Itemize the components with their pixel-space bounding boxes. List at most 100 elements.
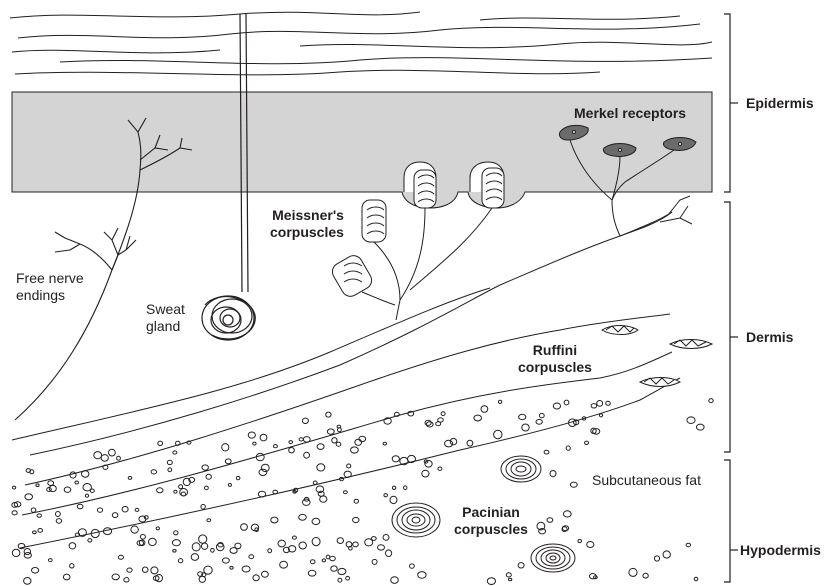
fat-cell — [13, 486, 16, 489]
fat-cell — [25, 494, 33, 500]
fat-cell — [425, 461, 432, 468]
fat-cell — [372, 559, 377, 564]
fat-cell — [498, 400, 501, 403]
pacinian-label-line-2: corpuscles — [454, 521, 528, 538]
fat-cell — [539, 413, 544, 417]
fat-cell — [24, 549, 30, 555]
fat-cell — [12, 511, 17, 515]
fat-cell — [404, 486, 407, 490]
fat-cell — [31, 508, 36, 512]
fat-cell — [643, 573, 648, 578]
hypodermis-layer-label: Hypodermis — [740, 542, 821, 559]
fat-cell — [199, 535, 207, 543]
fat-cell — [353, 542, 359, 547]
fat-cell — [563, 511, 571, 517]
fat-cell — [336, 442, 341, 446]
fat-cell — [553, 403, 560, 409]
fat-cell — [494, 430, 502, 438]
fat-cell — [167, 460, 172, 464]
fat-cell — [199, 576, 205, 582]
fat-cell — [97, 508, 102, 512]
fat-cell — [327, 429, 334, 434]
fat-cell — [344, 491, 348, 494]
fat-cell — [70, 564, 74, 568]
fat-cell — [508, 578, 511, 581]
fat-cell — [112, 574, 119, 580]
fat-cell — [38, 529, 43, 533]
fat-cell — [128, 476, 132, 479]
fat-cell — [353, 517, 359, 522]
fat-cell — [438, 467, 442, 470]
fat-cell — [322, 559, 325, 562]
fat-cell — [172, 540, 180, 546]
fat-cell — [151, 470, 156, 474]
fat-cell — [629, 568, 637, 576]
fat-cell — [24, 578, 31, 585]
fat-cell — [192, 543, 200, 551]
fat-cell — [206, 474, 211, 479]
fat-cell — [564, 400, 569, 405]
fat-cell — [332, 438, 337, 443]
fat-cell — [308, 570, 316, 576]
fat-cell — [378, 545, 385, 550]
fat-cell — [570, 482, 577, 487]
fat-cell — [450, 438, 457, 444]
fat-cell — [386, 550, 392, 557]
dermis-layer-label: Dermis — [746, 329, 793, 346]
fat-cell — [519, 414, 526, 419]
fat-cell — [467, 440, 473, 446]
meissner-corpuscles-label: Meissner's corpuscles — [270, 207, 344, 241]
fat-cell — [536, 419, 542, 424]
fat-cell — [344, 471, 351, 477]
fat-cell — [694, 577, 698, 580]
fat-cell — [578, 539, 582, 542]
fat-cell — [422, 470, 429, 477]
fat-cell — [445, 440, 453, 447]
ruffini-corpuscles — [602, 326, 712, 387]
epidermis-layer-label: Epidermis — [746, 95, 814, 112]
fat-cell — [547, 518, 553, 523]
fat-cell — [31, 568, 38, 574]
fat-cell — [248, 432, 255, 438]
fat-cell — [273, 445, 277, 448]
fat-cell — [49, 485, 56, 491]
fat-cell — [191, 554, 198, 561]
fat-cell — [663, 551, 670, 558]
fat-cell — [522, 424, 529, 431]
fat-cell — [249, 555, 254, 559]
fat-cell — [347, 464, 351, 468]
fat-cell — [474, 415, 482, 421]
fat-cell — [312, 518, 320, 524]
ruffini-corpuscles-label: Ruffini corpuscles — [518, 342, 592, 376]
sweat-gland-label: Sweat gland — [146, 301, 185, 335]
fat-cell — [365, 539, 373, 546]
fat-cell — [253, 575, 259, 581]
fat-cell — [587, 542, 594, 548]
fat-cell — [426, 422, 433, 427]
fat-cell — [346, 542, 352, 547]
fat-cell — [48, 481, 54, 486]
fat-cell — [441, 412, 445, 416]
fat-cell — [280, 561, 288, 568]
fat-cell — [205, 486, 209, 490]
fat-cell — [187, 441, 191, 444]
fat-cell — [392, 456, 399, 462]
fat-cell — [383, 442, 387, 445]
fat-cell — [310, 560, 315, 564]
fat-cell — [156, 527, 159, 530]
merkel-receptors-label: Merkel receptors — [574, 105, 686, 122]
fat-cell — [179, 485, 183, 489]
fat-cell — [37, 514, 41, 517]
fat-cell — [56, 519, 61, 524]
fat-cell — [597, 401, 603, 407]
fat-cell — [686, 543, 690, 547]
fat-cell — [256, 453, 264, 460]
fat-cell — [174, 531, 178, 535]
fat-cell — [94, 452, 102, 459]
fat-cell — [317, 444, 324, 450]
fat-cell — [410, 564, 415, 568]
fat-cell — [117, 456, 121, 460]
fat-cell — [687, 417, 695, 424]
fat-cell — [173, 550, 176, 553]
fat-cell — [236, 476, 240, 479]
